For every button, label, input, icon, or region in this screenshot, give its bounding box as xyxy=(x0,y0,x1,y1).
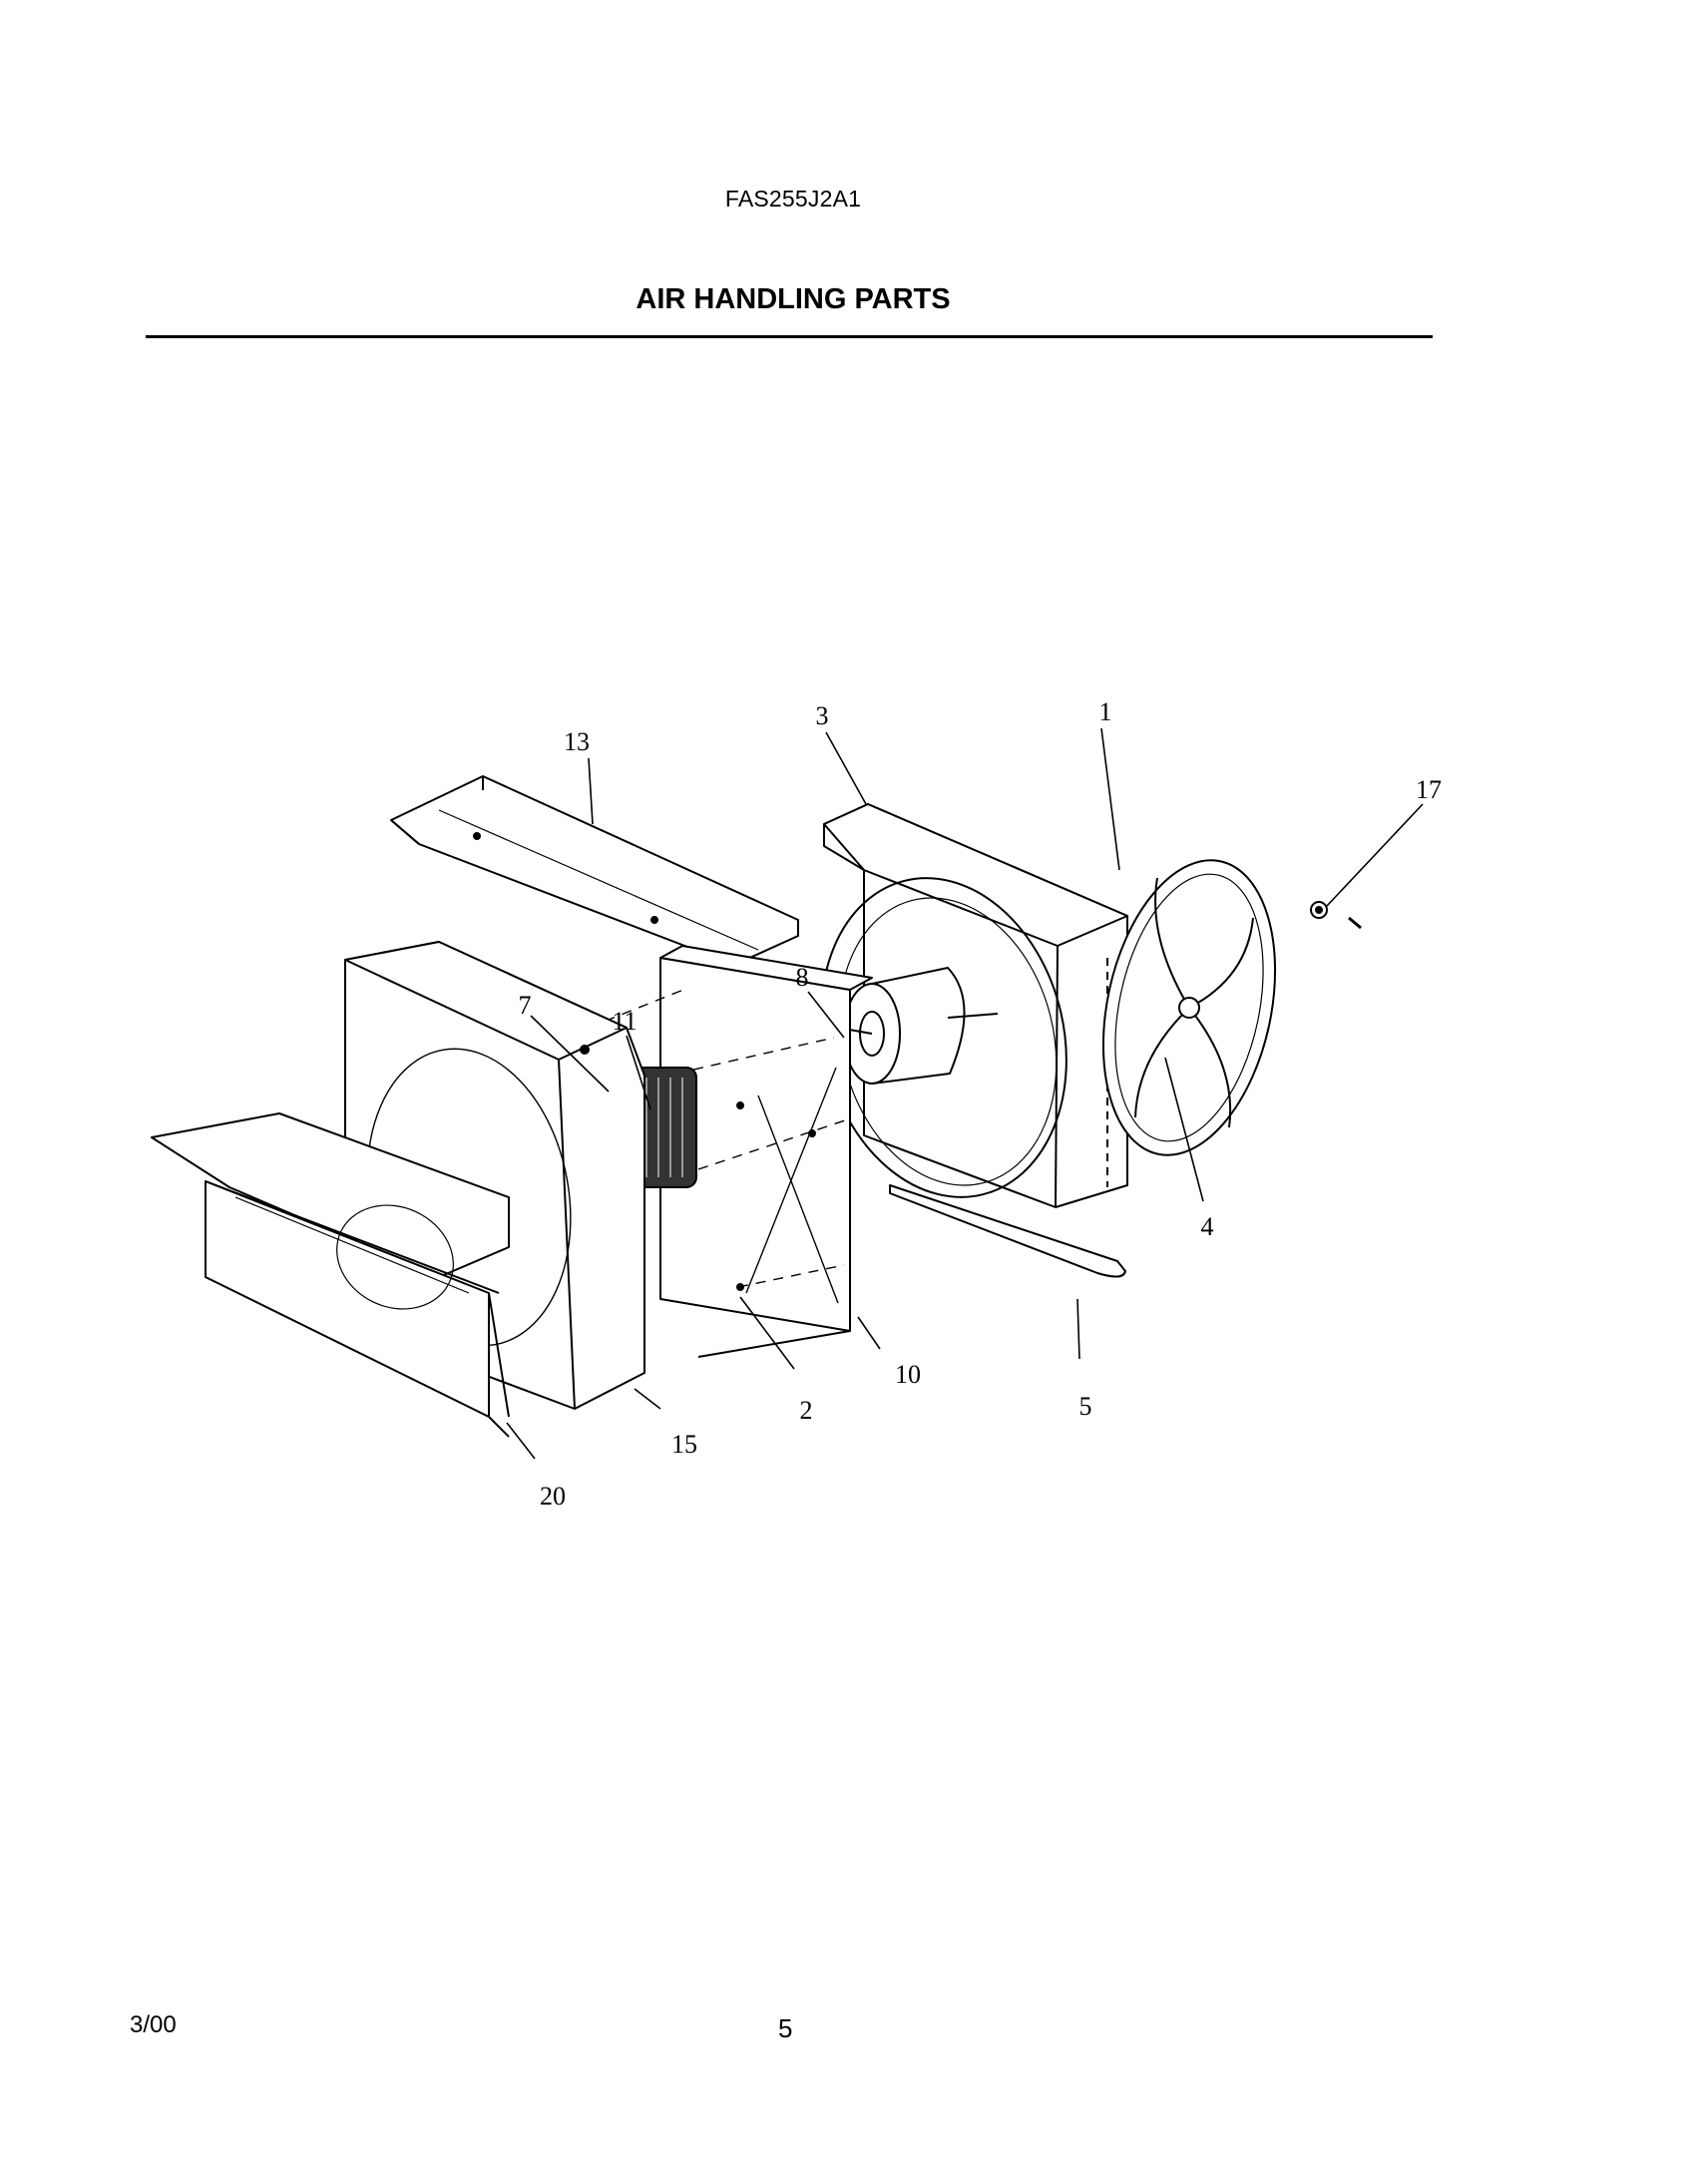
page-number: 5 xyxy=(778,2013,793,2043)
condenser-shroud-part xyxy=(820,803,1128,1208)
callout-5: 5 xyxy=(1079,1392,1092,1421)
condenser-fan-blade-part xyxy=(1101,859,1277,1156)
screw-part xyxy=(580,1045,590,1055)
callout-11: 11 xyxy=(612,1007,637,1036)
model-number: FAS255J2A1 xyxy=(724,186,862,212)
front-grille-frame-part xyxy=(151,1112,510,1438)
callout-10: 10 xyxy=(895,1360,921,1389)
title-rule xyxy=(146,335,1433,338)
callout-2: 2 xyxy=(800,1396,813,1425)
top-panel-part xyxy=(390,775,799,966)
callout-labels: 1 2 3 4 5 7 8 10 11 13 15 17 20 xyxy=(519,697,1443,1511)
callout-8: 8 xyxy=(796,963,809,992)
callout-13: 13 xyxy=(564,727,590,756)
revision-date: 3/00 xyxy=(130,2011,177,2038)
callout-15: 15 xyxy=(671,1430,697,1459)
callout-7: 7 xyxy=(519,991,532,1020)
blower-scroll-panel-part xyxy=(659,945,873,1358)
callout-1: 1 xyxy=(1099,697,1112,726)
callout-leaders xyxy=(506,727,1424,1460)
callout-20: 20 xyxy=(540,1482,566,1511)
fan-nut-part xyxy=(1310,901,1362,930)
callout-17: 17 xyxy=(1416,775,1442,804)
section-title: AIR HANDLING PARTS xyxy=(636,283,951,315)
drain-tube-part xyxy=(889,1184,1126,1278)
callout-3: 3 xyxy=(816,701,829,730)
assembly-lines xyxy=(588,987,849,1288)
callout-4: 4 xyxy=(1201,1212,1214,1241)
